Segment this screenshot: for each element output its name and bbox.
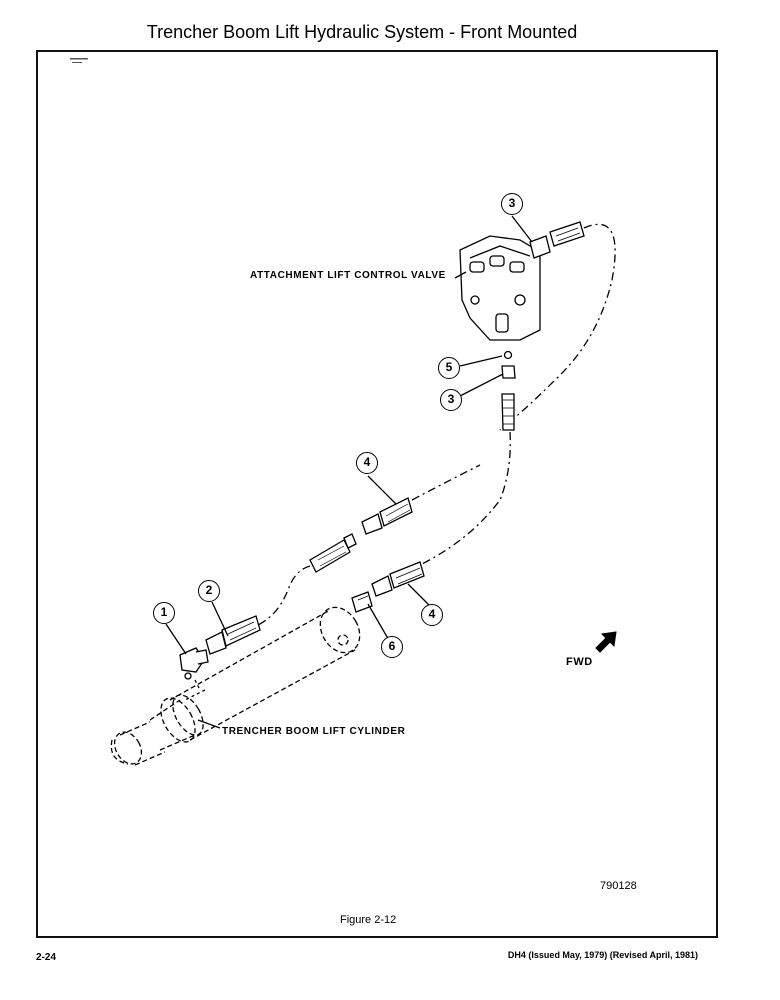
callout-2: 2: [198, 580, 220, 602]
control-valve-body: [459, 235, 541, 341]
hose-item-2: [205, 615, 261, 655]
callout-3-top: 3: [501, 193, 523, 215]
hose-fitting-4-lower: [371, 561, 425, 597]
scan-specks: [70, 58, 88, 63]
callout-1: 1: [153, 602, 175, 624]
valve-top-fittings: [529, 221, 585, 259]
callout-3-lower: 3: [440, 389, 462, 411]
hose-dashed-upper: [499, 223, 616, 431]
figure-caption: Figure 2-12: [340, 914, 397, 926]
document-reference: DH4 (Issued May, 1979) (Revised April, 1…: [507, 950, 698, 960]
hose-middle-left: [309, 533, 357, 573]
page-number: 2-24: [36, 952, 57, 963]
valve-label: ATTACHMENT LIFT CONTROL VALVE: [250, 270, 446, 281]
callout-4-upper: 4: [356, 452, 378, 474]
fwd-arrow-icon: [595, 631, 617, 653]
callout-6: 6: [381, 636, 403, 658]
cylinder-label: TRENCHER BOOM LIFT CYLINDER: [222, 726, 406, 737]
fwd-label: FWD: [566, 656, 593, 668]
callout-4-lower: 4: [421, 604, 443, 626]
page-title: Trencher Boom Lift Hydraulic System - Fr…: [146, 22, 578, 42]
boom-lift-cylinder: [110, 606, 361, 766]
figure-frame: [36, 50, 718, 938]
drawing-number: 790128: [600, 880, 637, 892]
elbow-fitting-1: [179, 647, 209, 680]
hose-fitting-4-upper: [361, 497, 413, 535]
hose-dashed-lower: [419, 431, 511, 566]
callout-5: 5: [438, 357, 460, 379]
